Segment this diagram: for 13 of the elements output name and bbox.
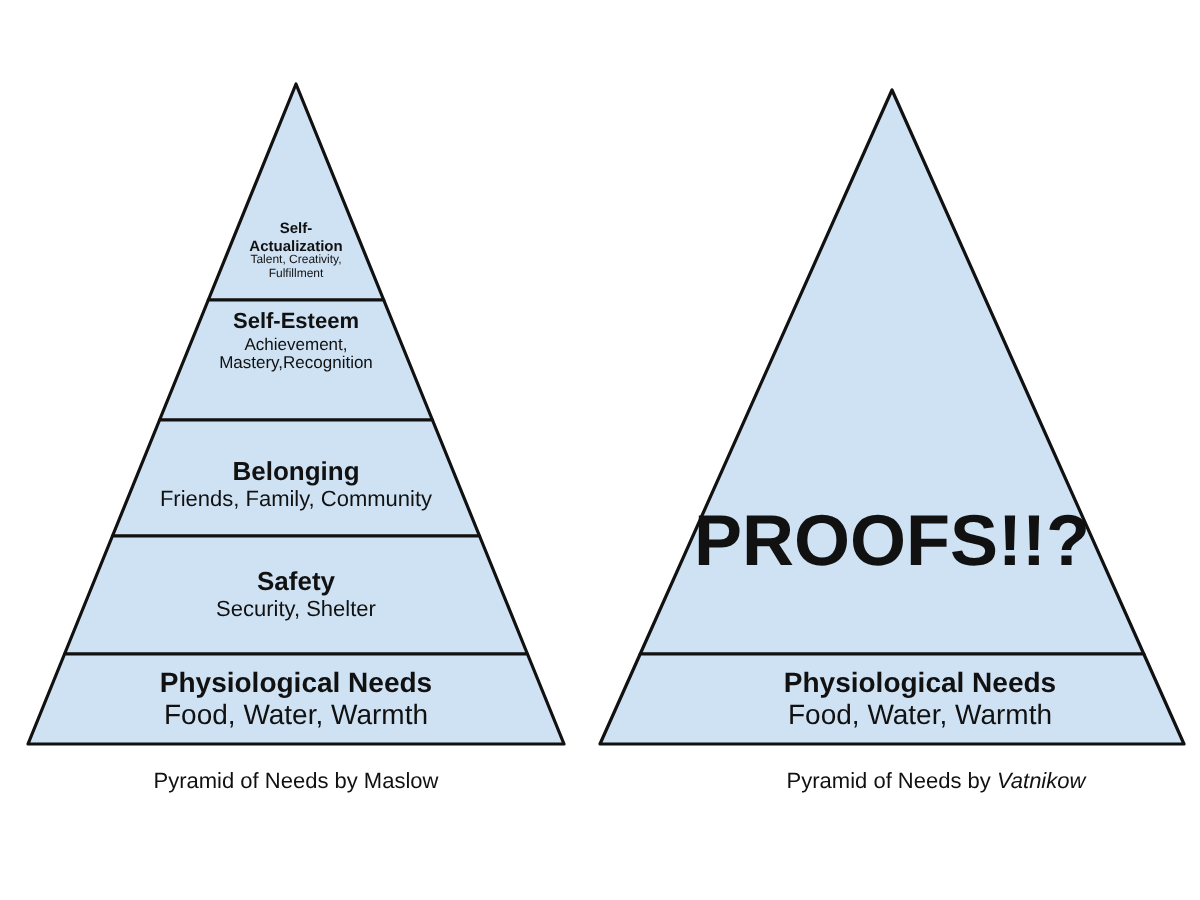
layer-description: Achievement, Mastery,Recognition xyxy=(217,335,375,375)
layer-description: Security, Shelter xyxy=(214,598,378,624)
layer-title: PROOFS!!? xyxy=(692,498,1092,582)
layer-description: Friends, Family, Community xyxy=(157,488,435,514)
layer-title: Physiological Needs xyxy=(781,665,1059,698)
layer-description: Food, Water, Warmth xyxy=(786,698,1054,731)
layer-description: Food, Water, Warmth xyxy=(162,698,430,731)
layer-title: Safety xyxy=(254,568,338,599)
pyramid-caption: Pyramid of Needs by Vatnikow xyxy=(786,770,1086,794)
layer-title: Belonging xyxy=(230,458,362,489)
layer-title: Self-Esteem xyxy=(231,309,361,336)
layer-title: Physiological Needs xyxy=(157,665,435,698)
pyramid-caption: Pyramid of Needs by Maslow xyxy=(153,770,439,794)
